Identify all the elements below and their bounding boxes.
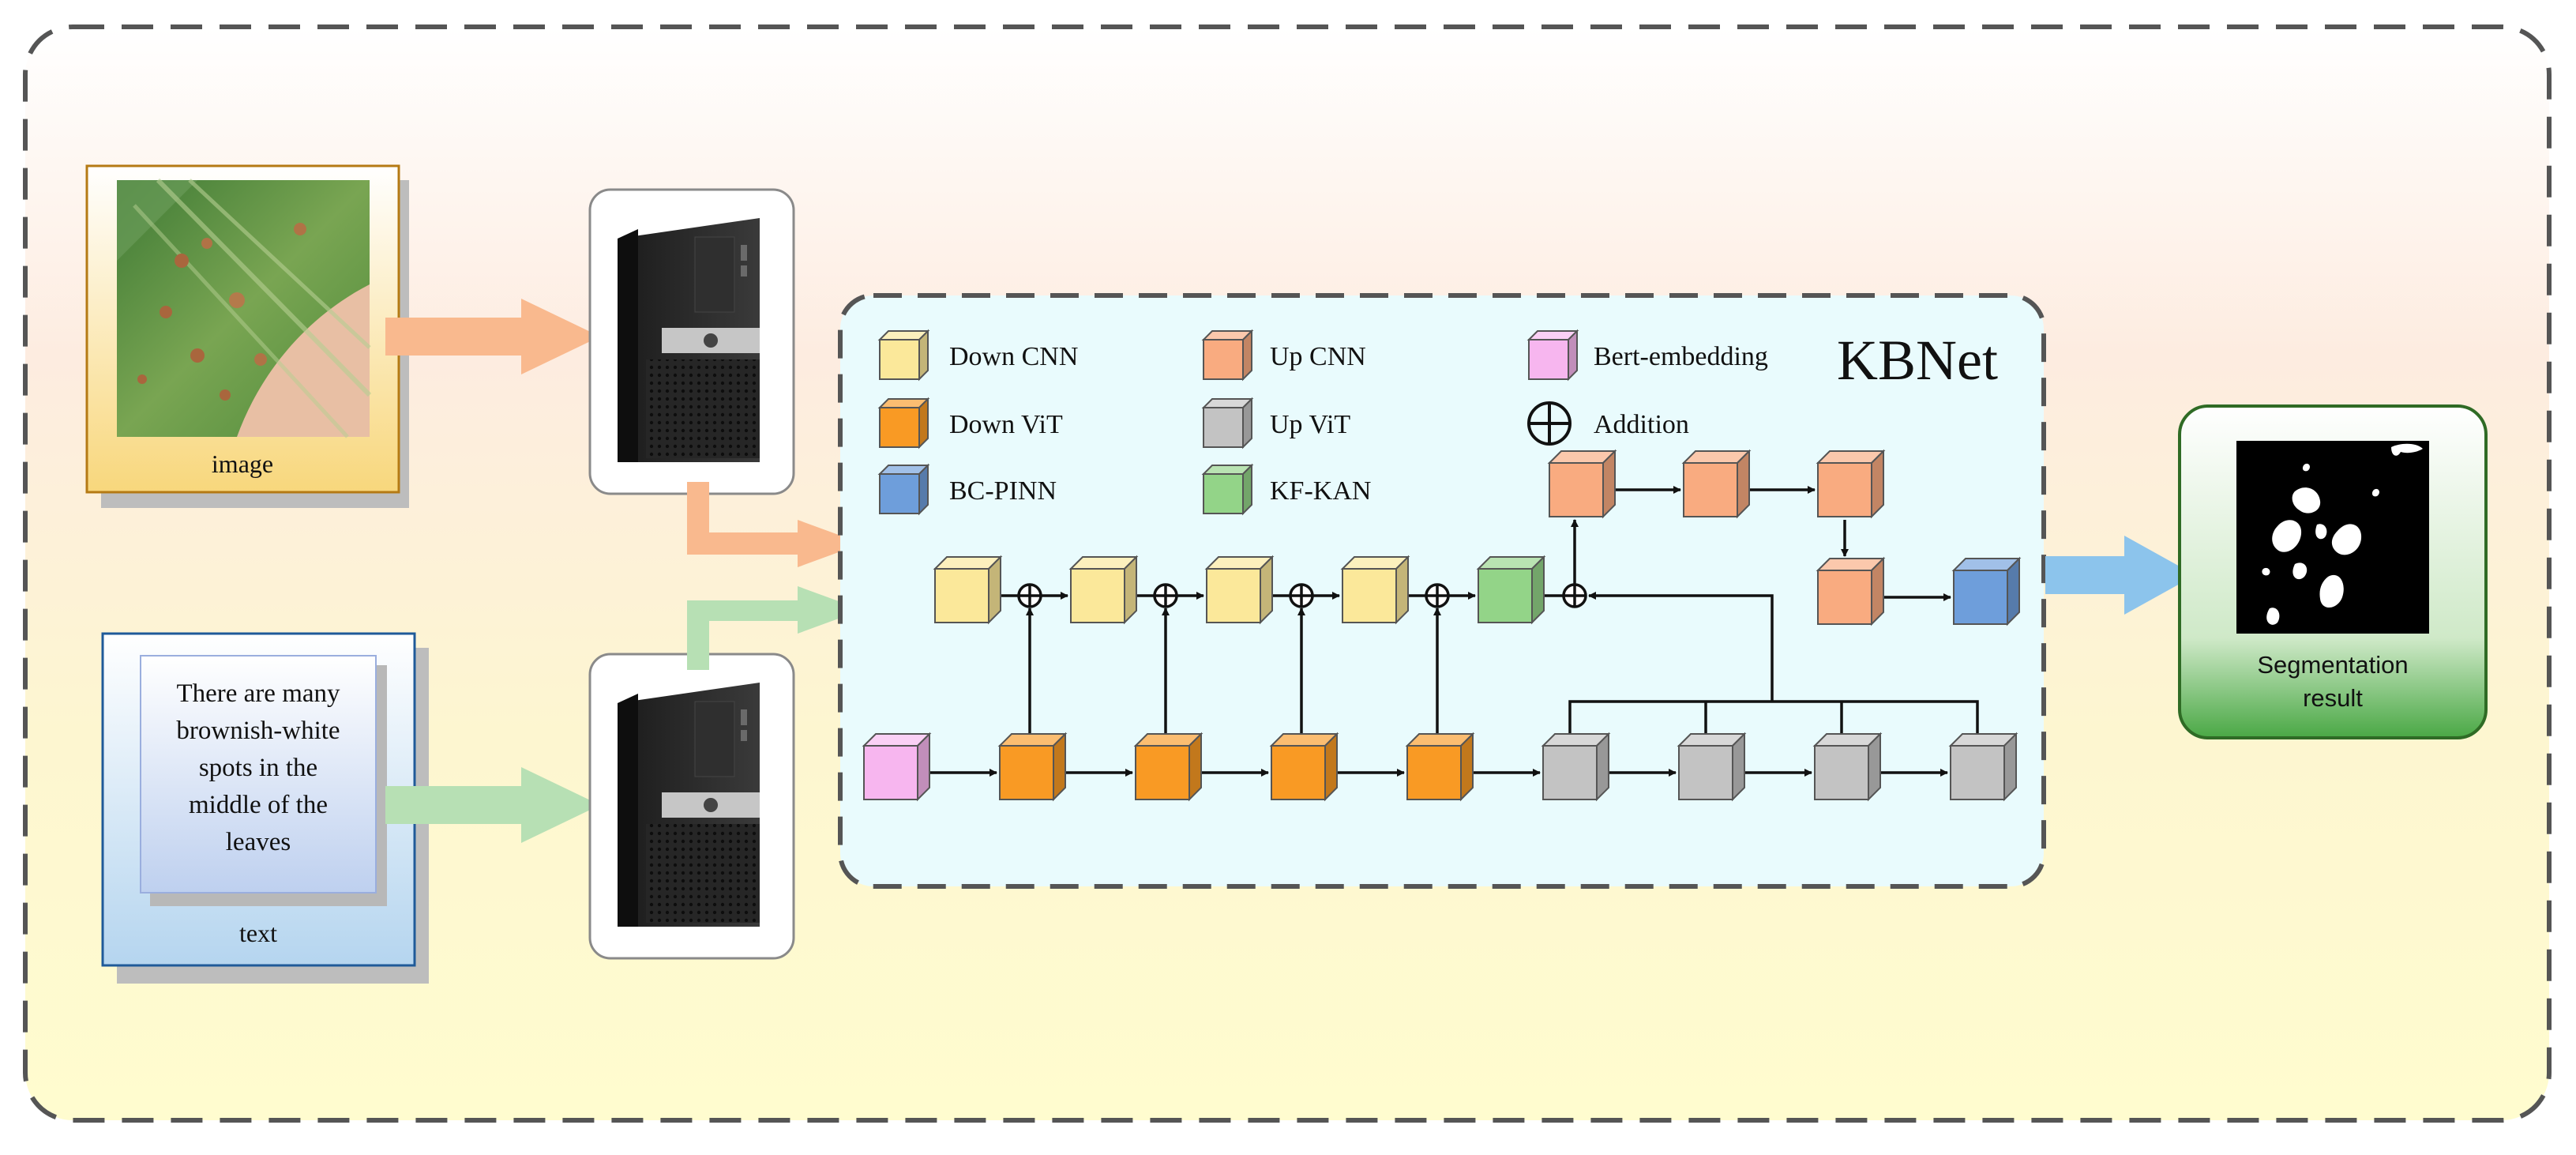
legend-swatch-down-cnn — [877, 329, 930, 382]
down-cnn-block — [1068, 555, 1139, 625]
up-vit-block — [1812, 732, 1883, 802]
image-label: image — [212, 450, 273, 478]
text-line-1: There are many — [176, 679, 340, 708]
text-line-5: leaves — [226, 828, 291, 856]
legend-label-down-cnn: Down CNN — [949, 342, 1078, 371]
down-vit-block — [997, 732, 1068, 802]
text-label: text — [239, 919, 277, 947]
network-blocks — [862, 329, 2022, 802]
text-to-encoder-arrow — [385, 767, 600, 843]
legend-swatch-down-vit — [877, 397, 930, 450]
connection-line — [1588, 592, 1774, 702]
up-cnn-block — [1816, 556, 1886, 626]
network-connections — [929, 486, 1979, 777]
legend-label-addition: Addition — [1594, 410, 1689, 439]
text-encoder-computer-icon — [588, 653, 795, 960]
legend: Down CNN Down ViT BC-PINN Up CNN Up ViT … — [949, 342, 1768, 506]
bc-pinn-block — [1951, 556, 2022, 626]
legend-swatch-kf-kan — [1201, 463, 1254, 516]
up-cnn-block — [1681, 449, 1752, 519]
up-cnn-block — [1816, 449, 1886, 519]
text-features-arrow — [687, 586, 862, 670]
addition-node — [1562, 583, 1587, 608]
addition-node — [1017, 583, 1042, 608]
down-cnn-block — [1204, 555, 1275, 625]
bert-embedding-block — [862, 732, 932, 802]
legend-label-up-cnn: Up CNN — [1270, 342, 1366, 371]
up-vit-block — [1677, 732, 1747, 802]
connection-line — [1568, 700, 1979, 733]
legend-label-bert: Bert-embedding — [1594, 342, 1768, 371]
addition-node — [1425, 583, 1450, 608]
segmentation-result-card: Segmentation result — [2178, 404, 2488, 739]
legend-label-down-vit: Down ViT — [949, 410, 1063, 439]
text-line-2: brownish-white — [176, 717, 340, 745]
down-vit-block — [1269, 732, 1339, 802]
down-cnn-block — [1340, 555, 1410, 625]
up-vit-block — [1541, 732, 1611, 802]
legend-swatch-up-cnn — [1201, 329, 1254, 382]
legend-label-bc-pinn: BC-PINN — [949, 476, 1057, 506]
legend-swatch-bert — [1526, 329, 1579, 382]
addition-nodes — [1017, 583, 1587, 608]
addition-node — [1153, 583, 1178, 608]
result-label-line1: Segmentation — [2257, 651, 2408, 679]
image-to-encoder-arrow — [385, 299, 600, 374]
to-result-arrow — [2045, 536, 2195, 615]
text-line-3: spots in the — [199, 754, 317, 782]
image-features-arrow — [687, 482, 862, 567]
up-vit-block — [1948, 732, 2018, 802]
up-cnn-block — [1547, 449, 1617, 519]
kbnet-title: KBNet — [1837, 329, 1998, 392]
legend-swatch-bc-pinn — [877, 463, 930, 516]
image-input-card: image — [85, 164, 409, 508]
result-label-line2: result — [2303, 684, 2363, 712]
text-input-card: There are many brownish-white spots in t… — [101, 632, 429, 984]
legend-swatch-up-vit — [1201, 397, 1254, 450]
addition-node — [1289, 583, 1314, 608]
leaf-photo — [117, 178, 372, 438]
image-encoder-computer-icon — [588, 188, 795, 495]
kf-kan-block — [1476, 555, 1546, 625]
text-line-4: middle of the — [189, 791, 328, 819]
addition-symbol-icon — [1527, 401, 1572, 446]
down-vit-block — [1405, 732, 1475, 802]
legend-label-kf-kan: KF-KAN — [1270, 476, 1371, 506]
down-vit-block — [1133, 732, 1204, 802]
down-cnn-block — [933, 555, 1003, 625]
segmentation-mask — [2236, 441, 2429, 634]
legend-label-up-vit: Up ViT — [1270, 410, 1350, 439]
